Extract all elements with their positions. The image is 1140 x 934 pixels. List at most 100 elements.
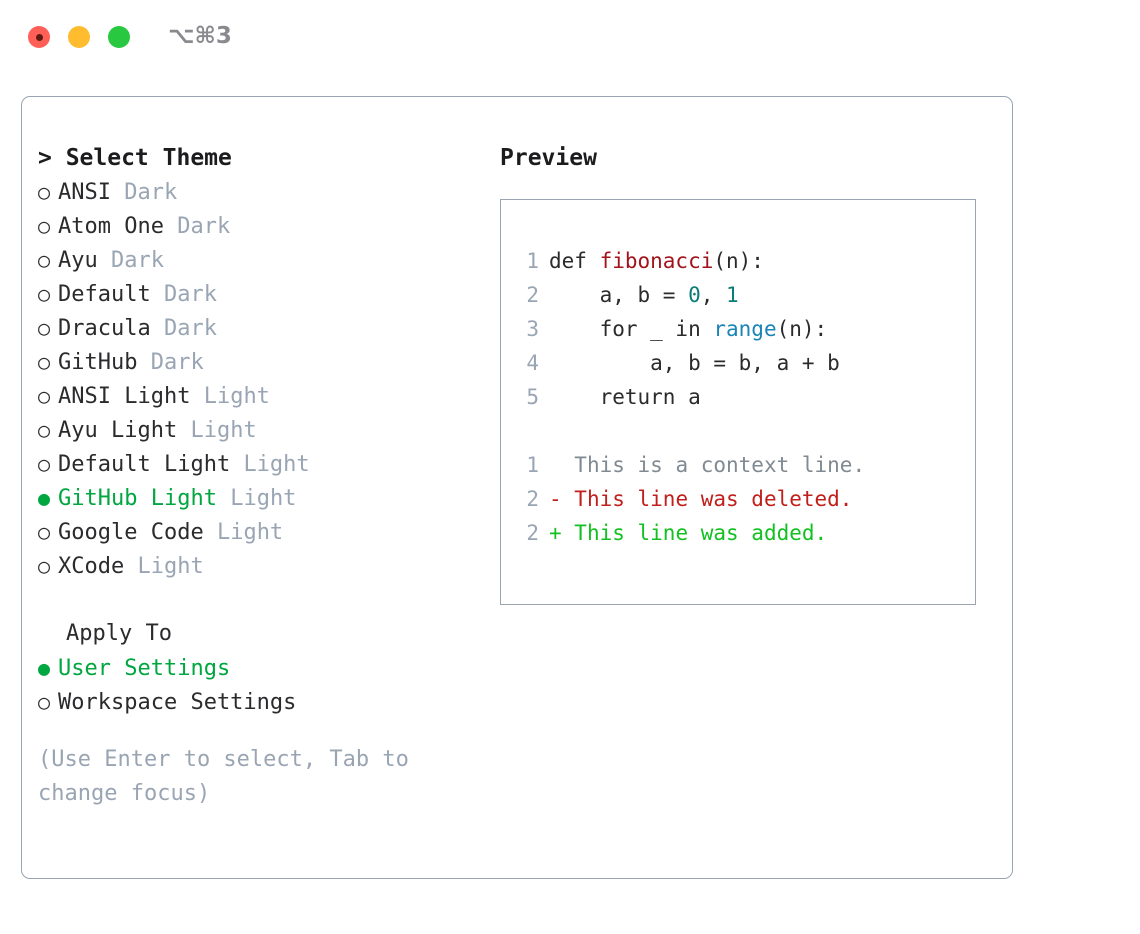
- select-theme-heading: > Select Theme: [38, 145, 232, 171]
- diff-line-number: 2: [526, 487, 539, 511]
- diff-text: This line was deleted.: [561, 487, 853, 511]
- theme-option-tag: Light: [230, 486, 297, 511]
- apply-to-option-label: User Settings: [58, 656, 231, 681]
- theme-option-tag: Light: [203, 384, 270, 409]
- code-token: ,: [700, 283, 727, 307]
- diff-text: This is a context line.: [561, 453, 866, 477]
- theme-option-label: GitHub: [58, 350, 138, 375]
- radio-selected-icon: ●: [38, 656, 51, 680]
- radio-empty-icon: ○: [38, 282, 51, 306]
- theme-option-tag: Dark: [163, 316, 217, 341]
- keyboard-shortcut-label: ⌥⌘3: [168, 23, 232, 49]
- radio-empty-icon: ○: [38, 180, 51, 204]
- radio-selected-icon: ●: [38, 486, 51, 510]
- diff-line-number: 2: [526, 521, 539, 545]
- radio-empty-icon: ○: [38, 350, 51, 374]
- code-token: 1: [726, 283, 739, 307]
- theme-option-ansi-light[interactable]: ○ ANSI Light Light: [38, 379, 478, 413]
- radio-empty-icon: ○: [38, 248, 51, 272]
- theme-option-default[interactable]: ○ Default Dark: [38, 277, 478, 311]
- theme-option-tag: Light: [137, 554, 204, 579]
- theme-selector-panel: > Select Theme ○ANSI Dark○Atom One Dark○…: [21, 96, 1013, 879]
- code-line: 3 for _ in range(n):: [513, 312, 975, 346]
- theme-option-label: XCode: [58, 554, 125, 579]
- theme-option-xcode[interactable]: ○ XCode Light: [38, 549, 478, 583]
- code-line-number: 5: [526, 385, 539, 409]
- keyboard-hint: (Use Enter to select, Tab to change focu…: [38, 747, 409, 806]
- diff-marker: [549, 453, 562, 477]
- theme-option-atom-one[interactable]: ○Atom One Dark: [38, 209, 478, 243]
- minimize-button[interactable]: [68, 26, 90, 48]
- apply-to-list: ● User Settings ○ Workspace Settings: [38, 651, 478, 719]
- apply-to-option-label: Workspace Settings: [58, 690, 297, 715]
- theme-option-label: Ayu: [58, 248, 98, 273]
- theme-option-dracula[interactable]: ○ Dracula Dark: [38, 311, 478, 345]
- theme-list: ○ANSI Dark○Atom One Dark○Ayu Dark○Defaul…: [38, 175, 478, 583]
- code-line: 1 def fibonacci(n):: [513, 244, 975, 278]
- theme-option-label: GitHub Light: [58, 486, 217, 511]
- diff-marker: -: [549, 487, 562, 511]
- code-line-number: 4: [526, 351, 539, 375]
- theme-option-tag: Light: [190, 418, 257, 443]
- theme-option-label: ANSI Light: [58, 384, 191, 409]
- code-line: 4 a, b = b, a + b: [513, 346, 975, 380]
- theme-option-label: Default: [58, 282, 151, 307]
- radio-empty-icon: ○: [38, 384, 51, 408]
- theme-option-ansi[interactable]: ○ANSI Dark: [38, 175, 478, 209]
- code-line-number: 3: [526, 317, 539, 341]
- code-token: a, b = b, a + b: [549, 351, 840, 375]
- radio-empty-icon: ○: [38, 554, 51, 578]
- apply-to-heading: Apply To: [66, 621, 172, 646]
- theme-option-github-light[interactable]: ● GitHub Light Light: [38, 481, 478, 515]
- diff-sample: 1 This is a context line.2- This line wa…: [513, 448, 975, 550]
- apply-to-option-workspace-settings[interactable]: ○ Workspace Settings: [38, 685, 478, 719]
- title-bar: ⌥⌘3: [0, 0, 1140, 78]
- diff-text: This line was added.: [561, 521, 828, 545]
- code-token: a, b =: [549, 283, 689, 307]
- theme-option-tag: Light: [243, 452, 310, 477]
- code-token: (n):: [713, 249, 764, 273]
- radio-empty-icon: ○: [38, 452, 51, 476]
- radio-empty-icon: ○: [38, 418, 51, 442]
- code-token: range: [713, 317, 777, 341]
- code-token: (n):: [776, 317, 828, 341]
- theme-option-google-code[interactable]: ○ Google Code Light: [38, 515, 478, 549]
- radio-empty-icon: ○: [38, 520, 51, 544]
- apply-to-option-user-settings[interactable]: ● User Settings: [38, 651, 478, 685]
- theme-option-label: Default Light: [58, 452, 231, 477]
- theme-option-tag: Dark: [150, 350, 204, 375]
- code-token: def: [549, 249, 600, 273]
- code-token: 0: [688, 283, 701, 307]
- radio-empty-icon: ○: [38, 690, 51, 714]
- code-diff-separator: [513, 414, 975, 448]
- theme-option-tag: Dark: [163, 282, 217, 307]
- diff-line-number: 1: [526, 453, 539, 477]
- code-token: fibonacci: [599, 249, 714, 273]
- theme-option-tag: Dark: [124, 180, 178, 205]
- zoom-button[interactable]: [108, 26, 130, 48]
- theme-option-default-light[interactable]: ○ Default Light Light: [38, 447, 478, 481]
- theme-option-label: Dracula: [58, 316, 151, 341]
- window-controls: [28, 26, 130, 48]
- theme-list-column: > Select Theme ○ANSI Dark○Atom One Dark○…: [38, 141, 478, 811]
- theme-option-label: Google Code: [58, 520, 204, 545]
- preview-heading: Preview: [500, 145, 597, 171]
- code-token: return a: [549, 385, 701, 409]
- theme-option-ayu-light[interactable]: ○Ayu Light Light: [38, 413, 478, 447]
- diff-line-ctx: 1 This is a context line.: [513, 448, 975, 482]
- radio-empty-icon: ○: [38, 316, 51, 340]
- diff-line-del: 2- This line was deleted.: [513, 482, 975, 516]
- theme-option-tag: Light: [216, 520, 284, 545]
- close-button[interactable]: [28, 26, 50, 48]
- theme-option-label: Atom One: [58, 214, 164, 239]
- code-line: 5 return a: [513, 380, 975, 414]
- diff-line-add: 2+ This line was added.: [513, 516, 975, 550]
- theme-option-github[interactable]: ○ GitHub Dark: [38, 345, 478, 379]
- code-line-number: 2: [526, 283, 539, 307]
- theme-option-ayu[interactable]: ○Ayu Dark: [38, 243, 478, 277]
- code-line-number: 1: [526, 249, 539, 273]
